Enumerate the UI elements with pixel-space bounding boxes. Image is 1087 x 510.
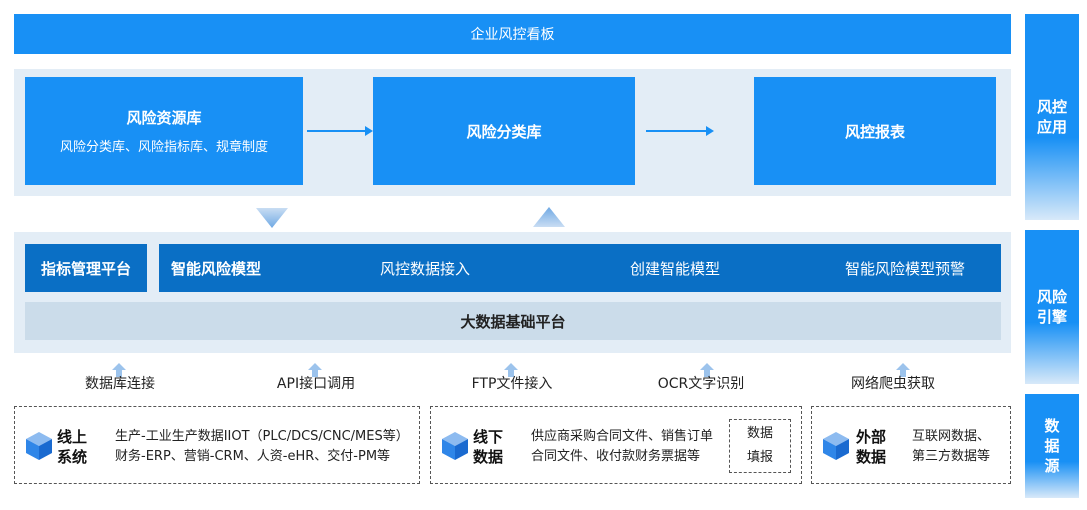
source-name-line: 数据 [473, 448, 504, 466]
risk-resource-library[interactable]: 风险资源库 风险分类库、风险指标库、规章制度 [25, 77, 303, 185]
source-name-line: 线上 [57, 428, 88, 446]
side-label-source: 数据源 [1025, 394, 1079, 498]
connection-ftp: FTP文件接入 [471, 376, 553, 392]
indicator-management-platform[interactable]: 指标管理平台 [25, 244, 147, 292]
cube-icon [442, 432, 468, 460]
source-desc-line: 生产-工业生产数据IIOT（PLC/DCS/CNC/MES等） [115, 429, 409, 444]
source-desc-line: 第三方数据等 [912, 449, 991, 464]
source-name: 线上 系统 [57, 427, 87, 467]
side-label-line: 风控 [1036, 98, 1067, 116]
source-desc-line: 互联网数据、 [912, 429, 991, 444]
smart-risk-model-bar: 智能风险模型 风控数据接入 创建智能模型 智能风险模型预警 [159, 244, 1001, 292]
source-offline-data[interactable]: 线下 数据 供应商采购合同文件、销售订单 合同文件、收付款财务票据等 数据 填报 [430, 406, 802, 484]
side-label-line: 风险 [1036, 288, 1067, 306]
engine-panel: 指标管理平台 智能风险模型 风控数据接入 创建智能模型 智能风险模型预警 大数据… [14, 232, 1011, 353]
source-name-line: 外部 [856, 428, 887, 446]
source-desc: 供应商采购合同文件、销售订单 合同文件、收付款财务票据等 [531, 427, 713, 467]
arrow-down-icon [256, 208, 288, 228]
source-desc-line: 供应商采购合同文件、销售订单 [531, 429, 714, 444]
connection-crawler: 网络爬虫获取 [851, 376, 935, 392]
application-panel: 风险资源库 风险分类库、风险指标库、规章制度 风险分类库 风控报表 [14, 69, 1011, 196]
side-label-engine: 风险引擎 [1025, 230, 1079, 384]
fill-box-line: 填报 [746, 450, 773, 465]
connection-database: 数据库连接 [85, 376, 155, 392]
source-desc-line: 财务-ERP、营销-CRM、人资-eHR、交付-PM等 [115, 449, 391, 464]
arrow-right-icon [307, 126, 373, 136]
smart-model-warning[interactable]: 智能风险模型预警 [845, 259, 966, 278]
source-name-line: 系统 [57, 448, 88, 466]
source-name-line: 线下 [473, 428, 504, 446]
risk-category-library[interactable]: 风险分类库 [373, 77, 635, 185]
cube-icon [823, 432, 849, 460]
source-name-line: 数据 [856, 448, 887, 466]
source-name: 线下 数据 [473, 427, 503, 467]
connection-api: API接口调用 [276, 376, 356, 392]
fill-box-line: 数据 [746, 426, 773, 441]
source-external-data[interactable]: 外部 数据 互联网数据、 第三方数据等 [811, 406, 1011, 484]
side-label-application: 风控应用 [1025, 14, 1079, 220]
bigdata-platform[interactable]: 大数据基础平台 [25, 302, 1001, 340]
source-online-systems[interactable]: 线上 系统 生产-工业生产数据IIOT（PLC/DCS/CNC/MES等） 财务… [14, 406, 420, 484]
dashboard-title-bar: 企业风控看板 [14, 14, 1011, 54]
side-label-line: 据 [1044, 437, 1060, 455]
side-label-line: 应用 [1036, 118, 1067, 136]
arrow-up-icon [504, 363, 518, 377]
risk-data-access[interactable]: 风控数据接入 [380, 259, 471, 278]
side-label-line: 引擎 [1036, 308, 1067, 326]
arrow-right-icon [646, 126, 714, 136]
risk-resource-library-title: 风险资源库 [126, 109, 202, 127]
risk-report-title: 风控报表 [844, 122, 905, 141]
side-label-line: 源 [1044, 457, 1060, 475]
arrow-up-icon [533, 207, 565, 227]
risk-resource-library-sub: 风险分类库、风险指标库、规章制度 [59, 140, 268, 155]
source-desc: 互联网数据、 第三方数据等 [912, 427, 990, 467]
arrow-up-icon [308, 363, 322, 377]
arrow-up-icon [700, 363, 714, 377]
risk-report[interactable]: 风控报表 [754, 77, 996, 185]
data-fill-box[interactable]: 数据 填报 [729, 419, 791, 473]
arrow-up-icon [112, 363, 126, 377]
source-name: 外部 数据 [856, 427, 886, 467]
arrow-up-icon [896, 363, 910, 377]
smart-risk-model[interactable]: 智能风险模型 [171, 259, 262, 278]
cube-icon [26, 432, 52, 460]
source-desc: 生产-工业生产数据IIOT（PLC/DCS/CNC/MES等） 财务-ERP、营… [115, 427, 409, 467]
create-smart-model[interactable]: 创建智能模型 [630, 259, 721, 278]
source-desc-line: 合同文件、收付款财务票据等 [531, 449, 701, 464]
risk-category-library-title: 风险分类库 [466, 122, 542, 141]
connection-ocr: OCR文字识别 [657, 376, 745, 392]
side-label-line: 数 [1044, 417, 1060, 435]
